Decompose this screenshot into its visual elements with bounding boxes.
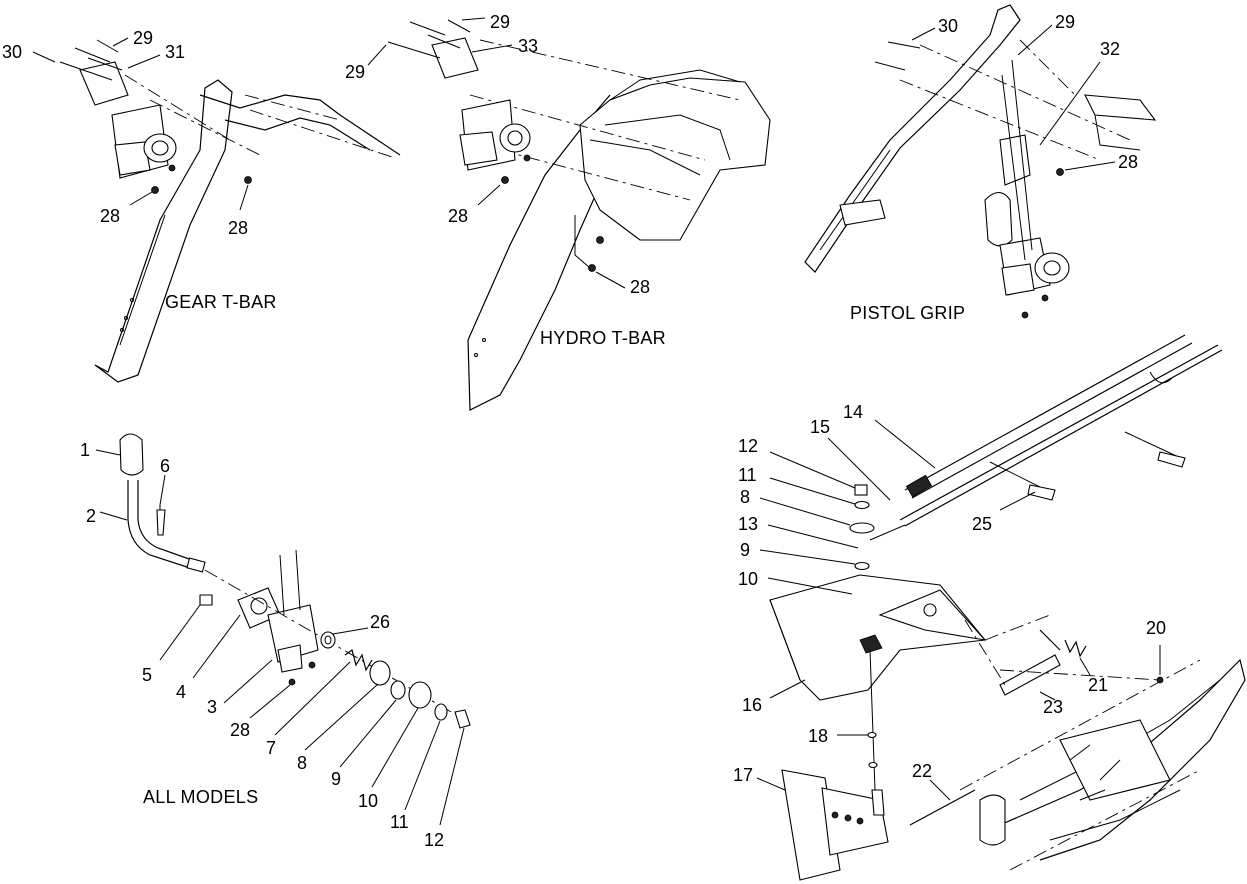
callout-3: 3 [207,697,217,717]
callout-33: 33 [518,36,538,56]
caption-all-models: ALL MODELS [143,787,258,807]
callout-1: 1 [80,440,90,460]
hydro-tbar-assembly [387,19,771,411]
callout-15: 15 [810,417,830,437]
callout-28b: 28 [228,218,248,238]
callout-10: 10 [358,791,378,811]
cable-shield-assembly [769,334,1246,881]
callout-4: 4 [176,682,186,702]
caption-hydro-tbar: HYDRO T-BAR [540,328,666,348]
callout-30: 30 [938,16,958,36]
callout-28a: 28 [448,206,468,226]
callout-29b: 29 [345,62,365,82]
callout-9: 9 [331,769,341,789]
hydro-tbar-callouts: 29 29 33 28 28 HYDRO T-BAR [345,12,666,348]
callout-30: 30 [2,42,22,62]
callout-28: 28 [230,720,250,740]
all-models-assembly [119,433,471,729]
callout-5: 5 [142,665,152,685]
callout-29: 29 [133,28,153,48]
right-assembly-callouts: 14 15 12 11 8 13 9 10 25 16 18 17 20 21 … [733,402,1166,801]
callout-22: 22 [912,761,932,781]
callout-26: 26 [370,612,390,632]
callout-2: 2 [86,506,96,526]
pistol-grip-assembly [804,4,1157,319]
callout-18: 18 [808,726,828,746]
callout-11: 11 [390,812,409,832]
callout-29: 29 [1055,12,1075,32]
callout-20: 20 [1146,618,1166,638]
callout-10: 10 [738,569,758,589]
callout-31: 31 [165,42,185,62]
pistol-grip-callouts: 30 29 32 28 PISTOL GRIP [850,12,1138,323]
callout-21: 21 [1088,675,1108,695]
callout-29a: 29 [490,12,510,32]
gear-tbar-assembly [59,39,401,383]
callout-25: 25 [972,514,992,534]
callout-14: 14 [843,402,863,422]
callout-12: 12 [424,830,444,850]
callout-8: 8 [740,487,750,507]
callout-16: 16 [742,695,762,715]
callout-7: 7 [266,738,276,758]
callout-28: 28 [1118,152,1138,172]
callout-8: 8 [297,753,307,773]
callout-28a: 28 [100,206,120,226]
callout-32: 32 [1100,39,1120,59]
callout-11: 11 [738,465,757,485]
all-models-callouts: 1 2 6 5 4 3 28 26 7 8 9 10 11 12 ALL MOD… [80,440,465,850]
callout-6: 6 [160,456,170,476]
callout-28b: 28 [630,277,650,297]
callout-13: 13 [738,514,758,534]
gear-tbar-callouts: 29 30 31 28 28 GEAR T-BAR [2,28,277,312]
callout-9: 9 [740,540,750,560]
caption-gear-tbar: GEAR T-BAR [165,292,277,312]
callout-12: 12 [738,436,758,456]
caption-pistol-grip: PISTOL GRIP [850,303,965,323]
callout-23: 23 [1043,697,1063,717]
callout-17: 17 [733,765,753,785]
